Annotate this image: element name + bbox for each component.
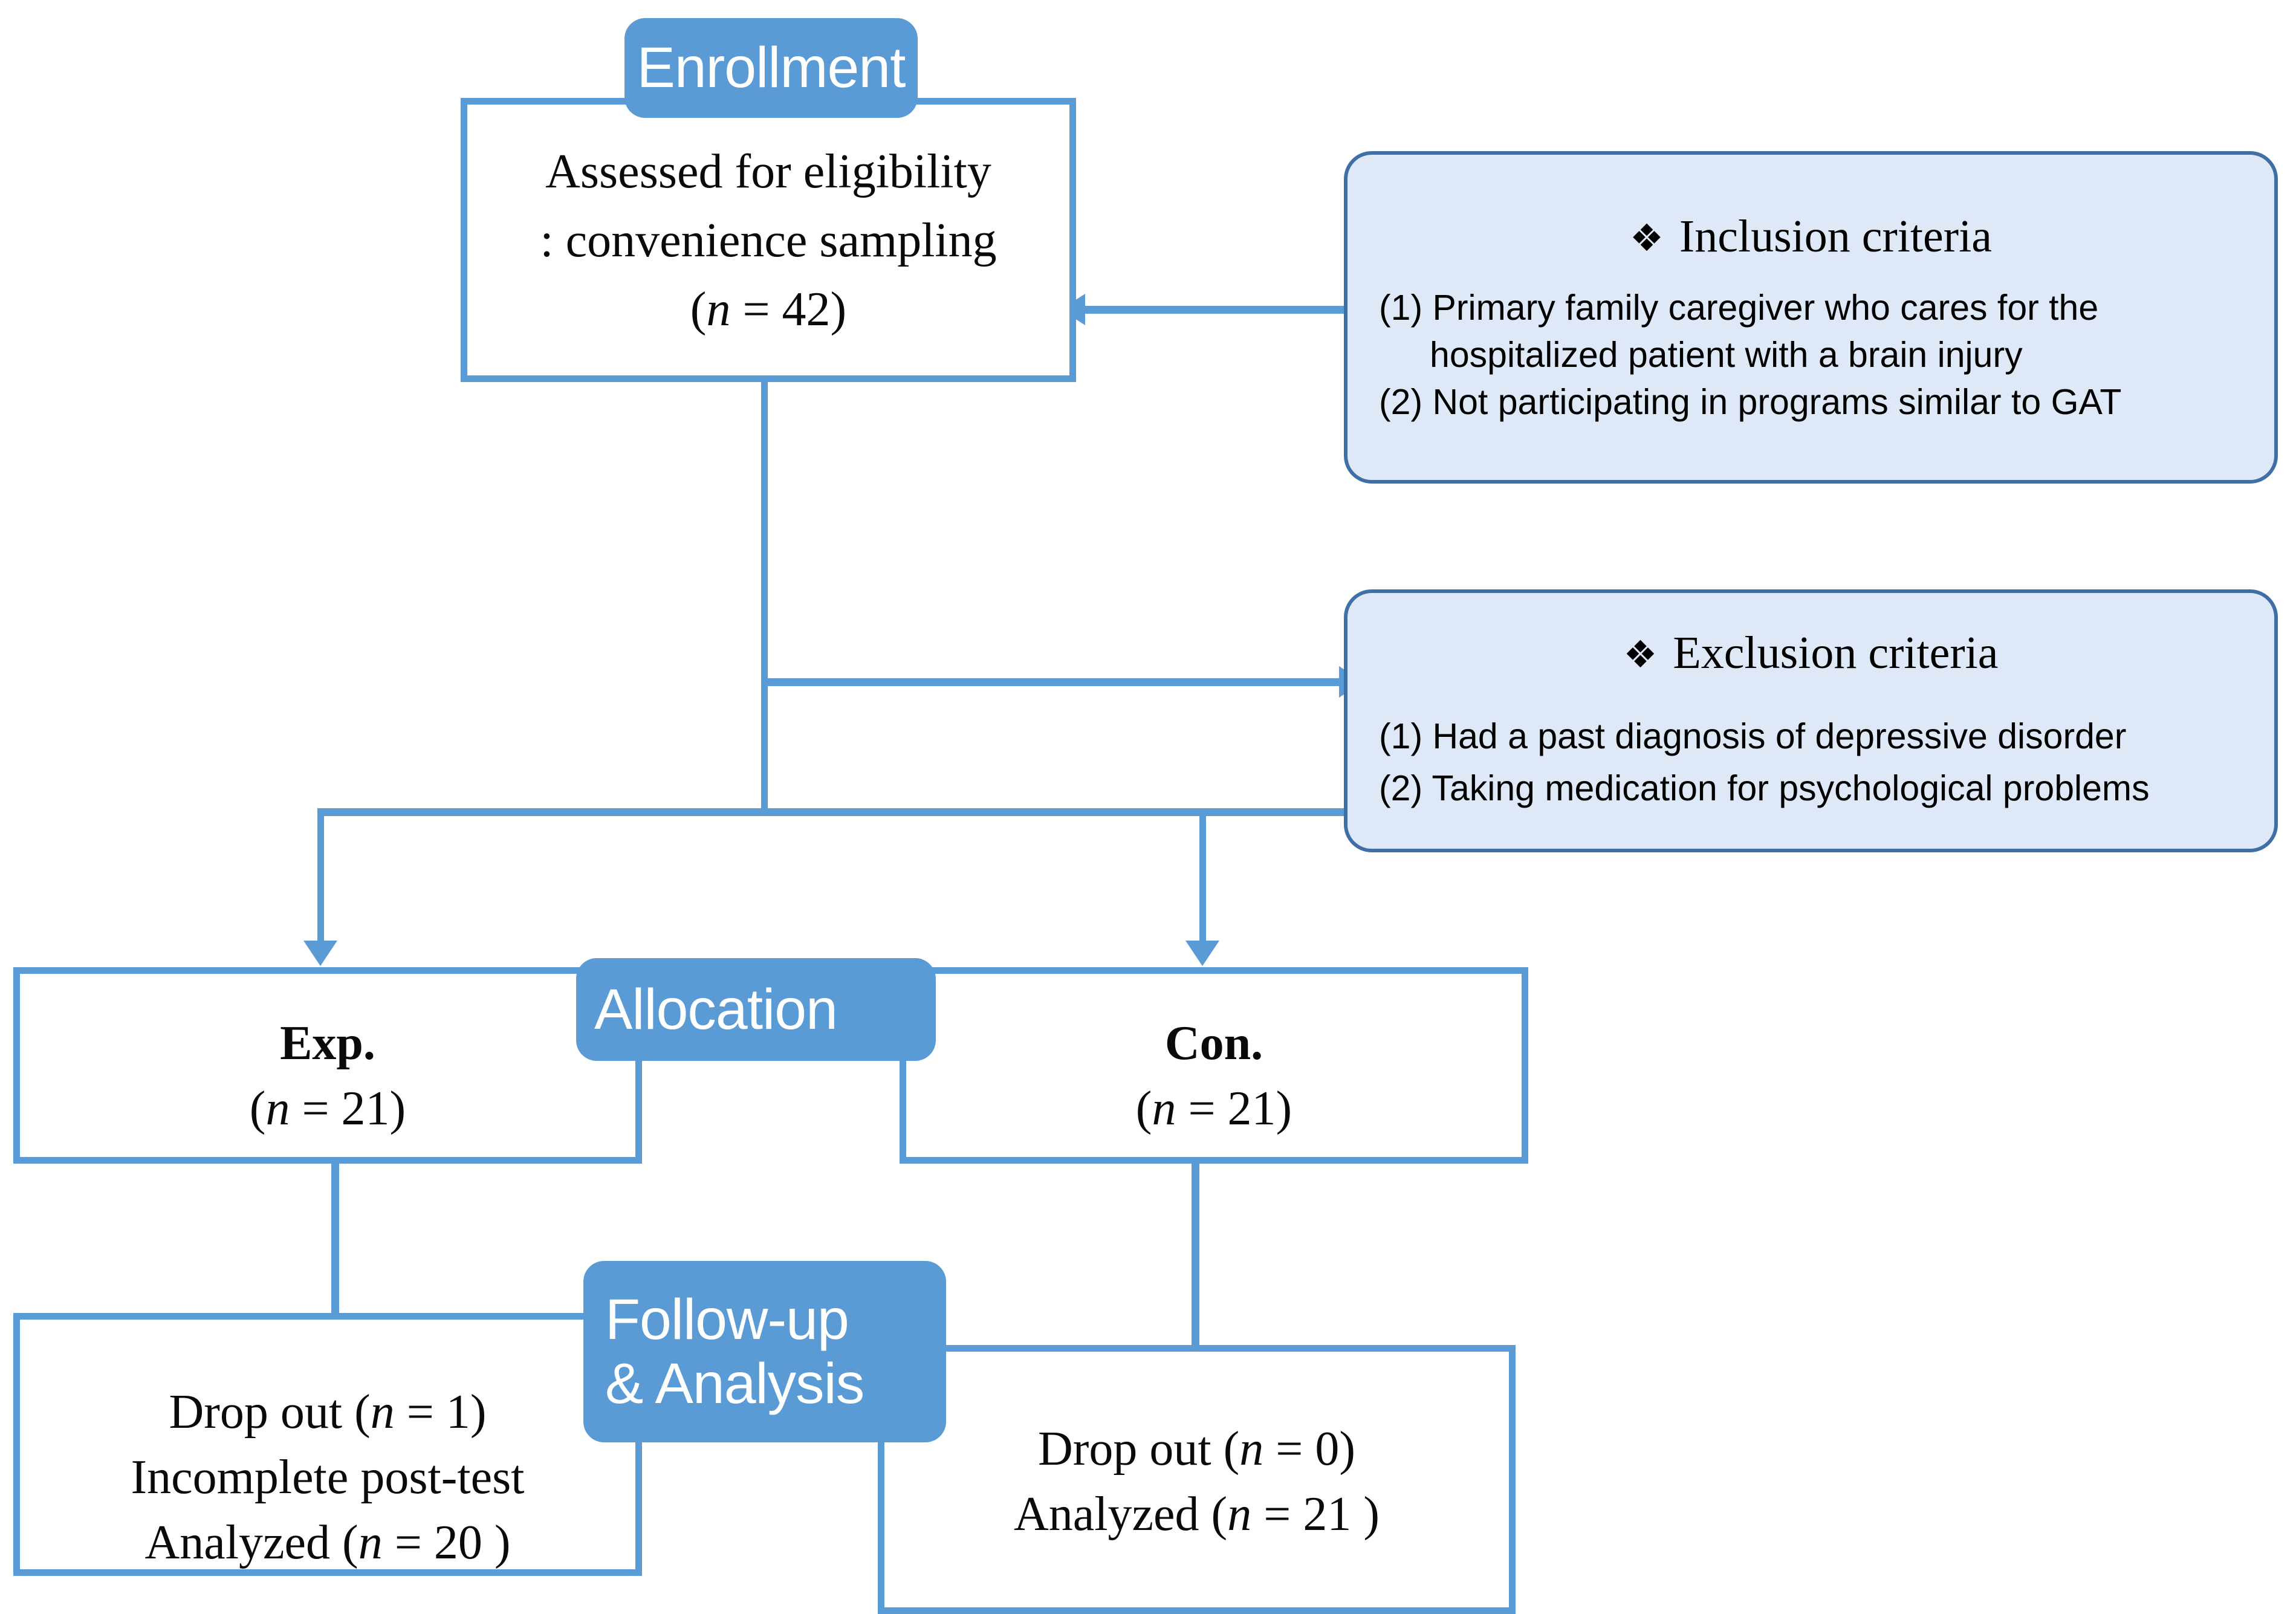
enrollment-n-value: = 42) [730,283,847,336]
experimental-analyzed-value: = 20 ) [382,1516,511,1569]
inclusion-criteria-title: ❖ Inclusion criteria [1347,210,2274,263]
experimental-dropout-n-variable: n [370,1386,395,1439]
enrollment-line-2: : convenience sampling [540,214,997,267]
experimental-dropout-value: = 1) [394,1386,487,1439]
connector-inclusion-line [1085,306,1348,314]
experimental-n-value: = 21) [290,1082,406,1135]
experimental-n-prefix: ( [249,1082,266,1135]
inclusion-item-1: (1) Primary family caregiver who cares f… [1379,285,2274,379]
experimental-group-box: Exp. (n = 21) [13,967,642,1164]
inclusion-criteria-list: (1) Primary family caregiver who cares f… [1347,285,2274,426]
control-analyzed-value: = 21 ) [1251,1488,1380,1541]
control-n-variable: n [1152,1082,1176,1135]
experimental-group-sample-size: (n = 21) [20,1077,635,1141]
control-analyzed-prefix: Analyzed ( [1014,1488,1228,1541]
control-n-value: = 21) [1176,1082,1292,1135]
inclusion-item-2-number: (2) [1379,381,1423,422]
inclusion-item-2: (2) Not participating in programs simila… [1379,379,2274,426]
control-group-label: Con. [1164,1017,1263,1070]
connector-exclusion-line [761,678,1341,686]
exclusion-criteria-title: ❖ Exclusion criteria [1347,627,2274,679]
connector-allocation-split-bar [317,808,1508,816]
inclusion-item-1-number: (1) [1379,288,1423,328]
control-dropout-line: Drop out (n = 0) [884,1417,1509,1482]
connector-control-to-followup [1192,1152,1199,1363]
connector-enrollment-down [761,378,768,814]
enrollment-n-prefix: ( [690,283,707,336]
enrollment-n-variable: n [706,283,731,336]
control-n-prefix: ( [1135,1082,1152,1135]
control-group-sample-size: (n = 21) [906,1077,1522,1141]
experimental-group-label: Exp. [280,1017,375,1070]
experimental-dropout-line: Drop out (n = 1) [20,1380,635,1445]
exclusion-item-2-text: Taking medication for psychological prob… [1432,768,2150,808]
control-group-box: Con. (n = 21) [900,967,1528,1164]
enrollment-box: Assessed for eligibility : convenience s… [461,98,1076,382]
control-followup-box: Drop out (n = 0) Analyzed (n = 21 ) [878,1345,1516,1614]
enrollment-sample-size: (n = 42) [467,277,1069,342]
exclusion-item-1-text: Had a past diagnosis of depressive disor… [1432,716,2127,756]
experimental-analyzed-line: Analyzed (n = 20 ) [20,1511,635,1575]
stage-badge-enrollment-label: Enrollment [637,36,906,100]
inclusion-title-text: Inclusion criteria [1679,211,1992,262]
experimental-dropout-prefix: Drop out ( [169,1386,371,1439]
connector-experimental-to-followup [331,1152,339,1363]
control-analyzed-line: Analyzed (n = 21 ) [884,1482,1509,1547]
experimental-dropout-reason: Incomplete post-test [131,1451,525,1504]
stage-badge-followup-label-line2: & Analysis [605,1352,864,1416]
stage-badge-followup-analysis: Follow-up & Analysis [583,1261,946,1442]
control-dropout-n-variable: n [1239,1422,1264,1476]
experimental-followup-box: Drop out (n = 1) Incomplete post-test An… [13,1313,642,1576]
connector-right-branch [1199,808,1206,946]
control-dropout-value: = 0) [1263,1422,1356,1476]
stage-badge-allocation-label: Allocation [594,977,838,1042]
control-analyzed-n-variable: n [1227,1488,1252,1541]
stage-badge-allocation: Allocation [576,958,936,1061]
inclusion-item-1-text: Primary family caregiver who cares for t… [1432,288,2099,328]
exclusion-item-1-number: (1) [1379,716,1423,756]
exclusion-item-1: (1) Had a past diagnosis of depressive d… [1379,711,2274,763]
experimental-analyzed-n-variable: n [358,1516,383,1569]
stage-badge-followup-label-line1: Follow-up [605,1287,849,1352]
arrow-to-control-group [1185,941,1219,966]
experimental-n-variable: n [265,1082,290,1135]
exclusion-item-2: (2) Taking medication for psychological … [1379,763,2274,815]
exclusion-criteria-panel: ❖ Exclusion criteria (1) Had a past diagn… [1344,589,2278,852]
arrow-to-experimental-group [303,941,337,966]
exclusion-criteria-list: (1) Had a past diagnosis of depressive d… [1347,711,2274,814]
enrollment-line-1: Assessed for eligibility [545,145,991,198]
experimental-analyzed-prefix: Analyzed ( [144,1516,358,1569]
exclusion-item-2-number: (2) [1379,768,1423,808]
inclusion-item-1-continuation: hospitalized patient with a brain injury [1430,334,2023,375]
exclusion-title-text: Exclusion criteria [1673,627,1999,678]
inclusion-item-2-text: Not participating in programs similar to… [1432,381,2122,422]
diamond-bullet-icon: ❖ [1630,215,1664,260]
diamond-bullet-icon: ❖ [1623,632,1658,676]
stage-badge-enrollment: Enrollment [624,18,918,118]
inclusion-criteria-panel: ❖ Inclusion criteria (1) Primary family c… [1344,151,2278,484]
connector-left-branch [317,808,324,946]
control-dropout-prefix: Drop out ( [1037,1422,1240,1476]
